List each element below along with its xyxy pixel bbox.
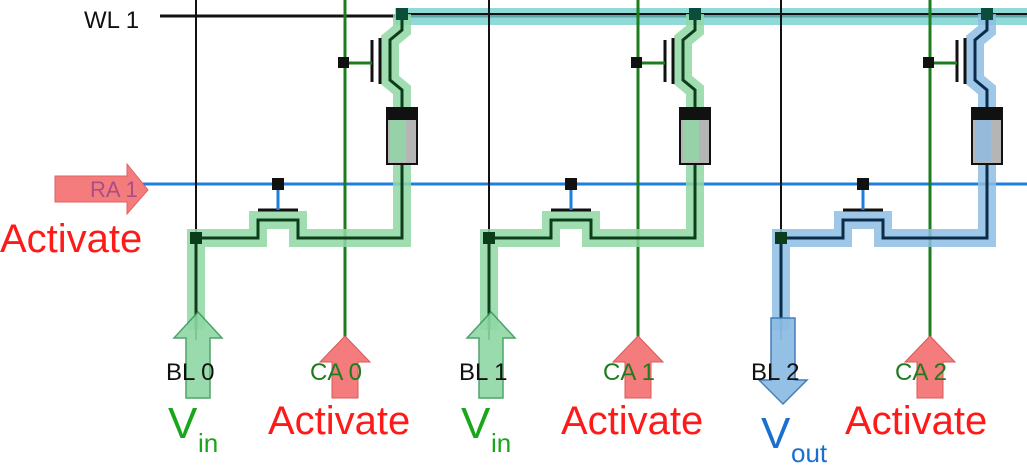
junction-dot [338,57,349,68]
junction-dot [396,8,408,20]
junction-dot [631,57,642,68]
access-path [487,14,697,330]
capacitor-plate [680,108,710,120]
activate-label: Activate [845,399,987,443]
access-path [194,14,404,330]
activate-arrow [318,335,372,399]
access-path [779,14,989,330]
junction-dot [689,8,701,20]
capacitor-plate [387,108,417,120]
vout-arrow [757,317,809,406]
bitline-label: BL 1 [459,359,507,386]
activate-label: Activate [268,399,410,443]
wordline-label: WL 1 [84,7,139,34]
junction-dot [272,178,284,190]
vin-arrow [465,310,517,399]
cell-1 [480,0,711,340]
voltage-subscript: in [491,428,511,458]
capacitor-charge [390,120,406,162]
voltage-subscript: out [791,438,828,468]
row-access-arrow: RA 1 [54,162,149,216]
wordline-highlight [395,8,1027,25]
column-access-label: CA 1 [603,359,655,386]
voltage-label: V [168,399,198,448]
column-access-label: CA 0 [310,359,362,386]
capacitor-plate [972,108,1002,120]
voltage-label: V [461,399,491,448]
junction-dot [981,8,993,20]
junction-dot [565,178,577,190]
cell-group [130,0,1027,340]
junction-dot [923,57,934,68]
junction-dot [190,232,202,244]
activate-arrow [611,335,665,399]
activate-arrow [903,335,957,399]
bitline-label: BL 2 [751,359,799,386]
activate-left-label: Activate [0,217,142,261]
voltage-label: V [761,409,791,458]
cell-2 [772,0,1003,340]
junction-dot [775,232,787,244]
voltage-subscript: in [198,428,218,458]
junction-dot [483,232,495,244]
bitline-label: BL 0 [166,359,214,386]
capacitor-charge [683,120,699,162]
capacitor-charge [975,120,991,162]
vin-arrow [172,310,224,399]
activate-label: Activate [561,399,703,443]
column-access-label: CA 2 [895,359,947,386]
junction-dot [857,178,869,190]
cell-0 [187,0,418,340]
row-access-label: RA 1 [90,177,138,202]
